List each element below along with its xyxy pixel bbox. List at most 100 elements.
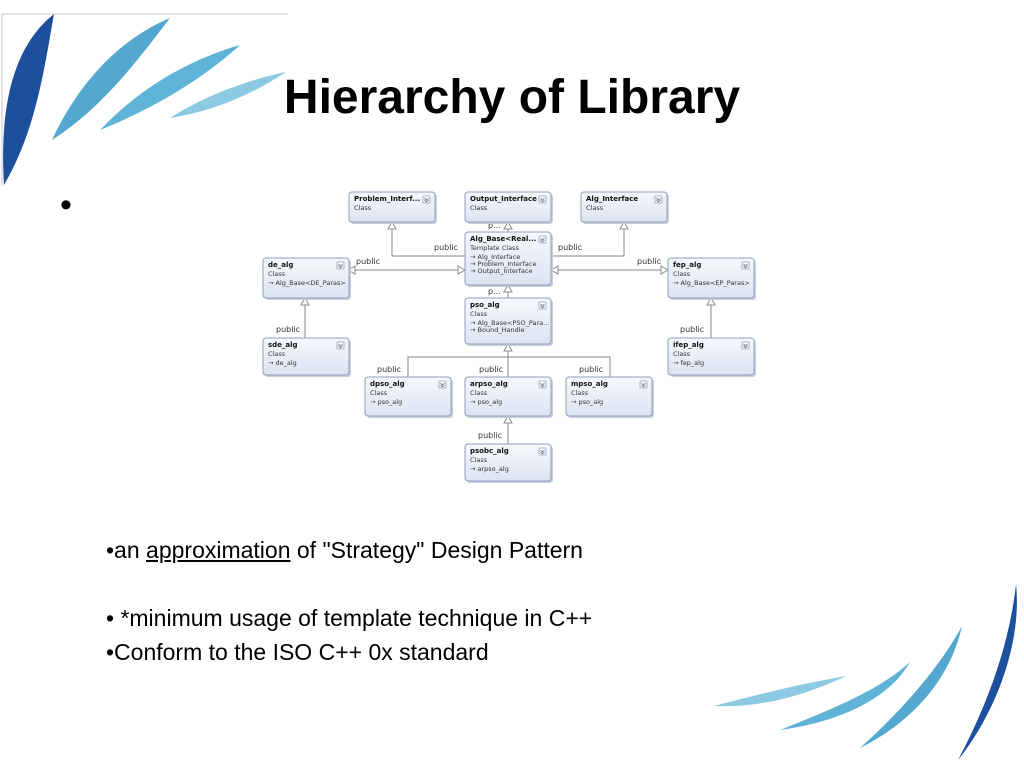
chevron-double-down-icon: [540, 449, 545, 455]
label-public: public: [479, 365, 503, 374]
approximation-link[interactable]: approximation: [146, 537, 291, 563]
class-boxes: Problem_Interf...ClassOutput_InterfaceCl…: [262, 191, 756, 483]
collapse-chevron-icon[interactable]: [336, 261, 345, 270]
class-member: → Alg_Interface: [470, 253, 520, 261]
chevron-double-down-icon: [338, 343, 343, 349]
chevron-double-down-icon: [540, 303, 545, 309]
class-stereotype: Class: [586, 204, 604, 212]
bullet-suffix: of "Strategy" Design Pattern: [290, 537, 583, 563]
box-frame: [464, 231, 552, 286]
collapse-chevron-icon[interactable]: [538, 195, 547, 204]
chevron-double-down-icon: [440, 382, 445, 388]
bullet-minimum-template: • *minimum usage of template technique i…: [106, 605, 593, 631]
box-frame: [464, 376, 552, 417]
collapse-chevron-icon[interactable]: [538, 301, 547, 310]
chevron-double-down-icon: [641, 382, 646, 388]
class-stereotype: Class: [673, 270, 691, 278]
box-frame: [348, 191, 436, 223]
class-member: → de_alg: [268, 359, 297, 367]
box-frame: [364, 376, 452, 417]
bullet-iso-standard: •Conform to the ISO C++ 0x standard: [106, 639, 489, 665]
box-frame: [262, 337, 350, 376]
class-stereotype: Class: [470, 310, 488, 318]
label-package: p...: [488, 287, 501, 296]
box-frame: [464, 191, 552, 223]
class-stereotype: Class: [673, 350, 691, 358]
box-frame: [565, 376, 653, 417]
box-frame: [464, 297, 552, 345]
class-member: → pso_alg: [370, 398, 402, 406]
top-left-leaves: [3, 14, 286, 185]
class-name: psobc_alg: [470, 447, 509, 455]
class-name: sde_alg: [268, 341, 298, 349]
class-stereotype: Class: [470, 389, 488, 397]
class-member: → fep_alg: [673, 359, 704, 367]
collapse-chevron-icon[interactable]: [741, 261, 750, 270]
label-package: p...: [488, 221, 501, 230]
class-member: → Output_Interface: [470, 267, 532, 275]
class-stereotype: Class: [571, 389, 589, 397]
class-member: → Problem_Interface: [470, 260, 536, 268]
collapse-chevron-icon[interactable]: [336, 341, 345, 350]
collapse-chevron-icon[interactable]: [422, 195, 431, 204]
class-name: Alg_Interface: [586, 195, 638, 203]
class-stereotype: Class: [470, 204, 488, 212]
class-member: → Alg_Base<DE_Paras>: [268, 279, 346, 287]
box-frame: [667, 257, 755, 299]
class-stereotype: Class: [470, 456, 488, 464]
box-frame: [580, 191, 668, 223]
label-public: public: [637, 257, 661, 266]
label-public: public: [558, 243, 582, 252]
empty-bullet: •: [60, 186, 72, 224]
class-name: Alg_Base<Real...: [470, 235, 536, 243]
bottom-right-leaves: [714, 584, 1017, 760]
label-public: public: [478, 431, 502, 440]
class-member: → pso_alg: [571, 398, 603, 406]
chevron-double-down-icon: [743, 263, 748, 269]
class-member: → Alg_Base<EP_Paras>: [673, 279, 750, 287]
collapse-chevron-icon[interactable]: [639, 380, 648, 389]
class-stereotype: Template Class: [469, 244, 519, 252]
chevron-double-down-icon: [424, 197, 429, 203]
class-name: dpso_alg: [370, 380, 405, 388]
chevron-double-down-icon: [540, 197, 545, 203]
inheritance-arrowheads: [300, 220, 716, 424]
class-stereotype: Class: [354, 204, 372, 212]
class-stereotype: Class: [268, 350, 286, 358]
chevron-double-down-icon: [338, 263, 343, 269]
class-name: de_alg: [268, 261, 293, 269]
label-public: public: [356, 257, 380, 266]
class-box-problem-interface: Problem_Interf...Class: [348, 191, 437, 224]
class-box-alg-base: Alg_Base<Real...Template Class→ Alg_Inte…: [464, 231, 553, 287]
label-public: public: [579, 365, 603, 374]
class-name: fep_alg: [673, 261, 701, 269]
label-public: public: [434, 243, 458, 252]
collapse-chevron-icon[interactable]: [438, 380, 447, 389]
class-name: mpso_alg: [571, 380, 608, 388]
collapse-chevron-icon[interactable]: [538, 447, 547, 456]
label-public: public: [276, 325, 300, 334]
collapse-chevron-icon[interactable]: [741, 341, 750, 350]
class-member: → pso_alg: [470, 398, 502, 406]
class-name: Output_Interface: [470, 195, 537, 203]
collapse-chevron-icon[interactable]: [538, 235, 547, 244]
class-name: Problem_Interf...: [354, 195, 420, 203]
collapse-chevron-icon[interactable]: [654, 195, 663, 204]
collapse-chevron-icon[interactable]: [538, 380, 547, 389]
chevron-double-down-icon: [743, 343, 748, 349]
class-member: → arpso_alg: [470, 465, 509, 473]
class-stereotype: Class: [268, 270, 286, 278]
bullet-strategy-pattern: •an approximation of "Strategy" Design P…: [106, 537, 583, 564]
label-public: public: [377, 365, 401, 374]
box-frame: [667, 337, 755, 376]
